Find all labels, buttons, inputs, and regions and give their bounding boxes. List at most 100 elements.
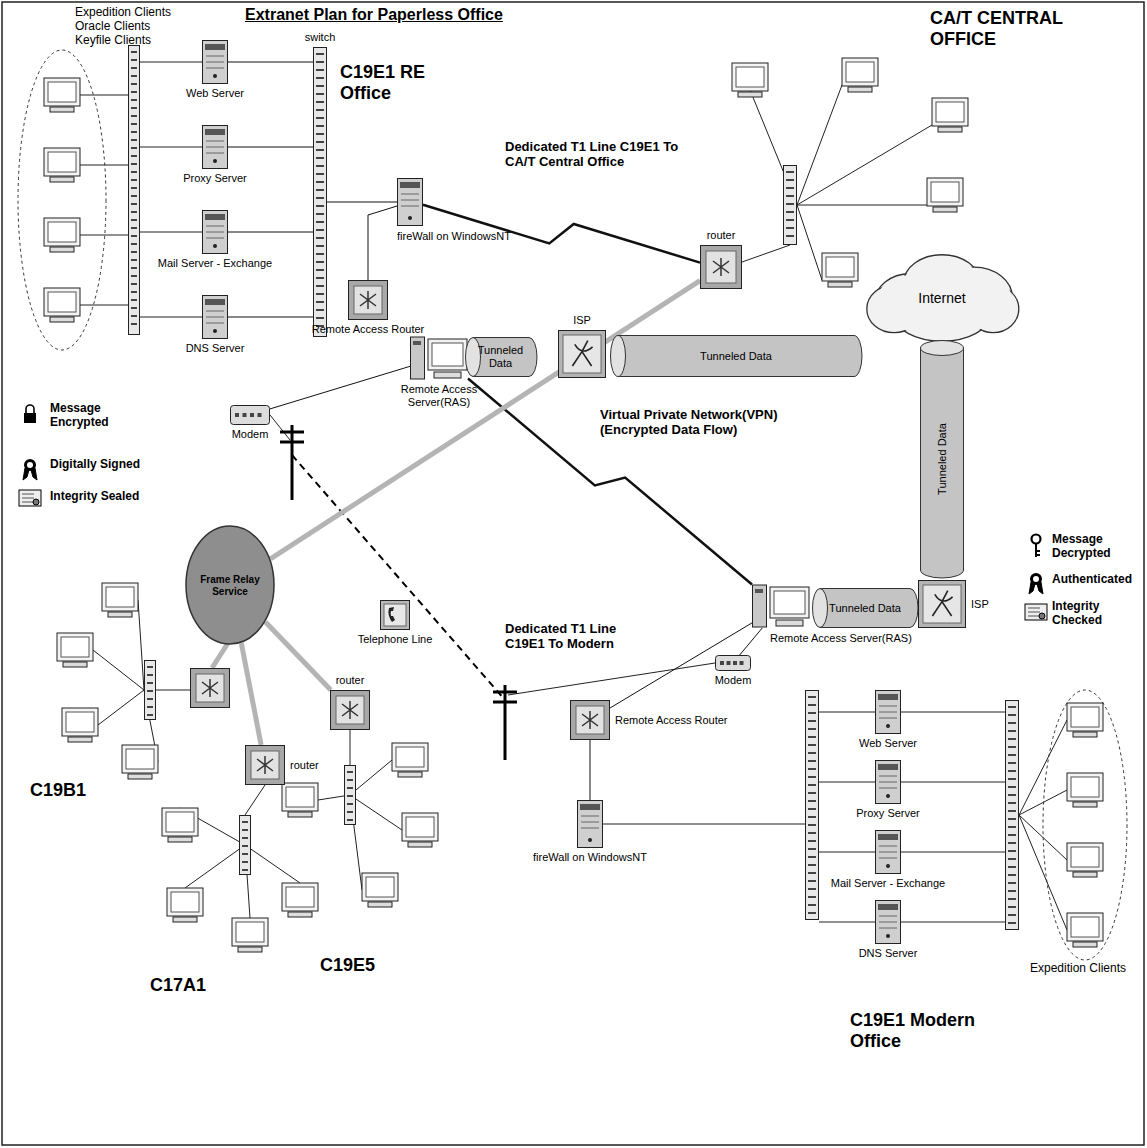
switch-shape bbox=[313, 47, 327, 337]
router-node: router bbox=[700, 245, 742, 289]
shape-text: Frame Relay Service bbox=[199, 574, 261, 597]
site-name: C17A1 bbox=[150, 975, 206, 996]
server-node: Web Server bbox=[875, 690, 901, 734]
cable bbox=[1019, 720, 1067, 815]
hub-icon bbox=[806, 691, 819, 920]
switch-icon bbox=[806, 691, 819, 920]
router-icon bbox=[349, 281, 388, 320]
shape-text: Tunneled Data bbox=[825, 602, 905, 615]
frame-relay-link bbox=[241, 643, 261, 745]
certificate-symbol bbox=[19, 490, 41, 506]
isp-icon bbox=[559, 331, 606, 378]
modem-shape bbox=[715, 655, 751, 671]
cable bbox=[901, 712, 1005, 713]
tunh-icon bbox=[611, 336, 863, 377]
device-label: Modem bbox=[232, 428, 269, 441]
server-shape bbox=[875, 900, 901, 944]
device-label: ISP bbox=[971, 598, 989, 611]
server-node: fireWall on WindowsNT bbox=[397, 178, 423, 226]
router-shape bbox=[330, 690, 370, 730]
router-node: Remote Access Router bbox=[348, 280, 388, 320]
cable bbox=[740, 628, 763, 655]
site-name: C19E1 Modern Office bbox=[850, 1010, 980, 1051]
cable bbox=[742, 245, 790, 262]
device-label: router bbox=[336, 674, 365, 687]
computer-icon bbox=[62, 708, 98, 742]
wires bbox=[80, 62, 1067, 930]
cable bbox=[901, 782, 1005, 783]
device-label: Web Server bbox=[859, 737, 917, 750]
router-icon bbox=[246, 746, 285, 785]
client-group-label: Expedition Clients Oracle Clients Keyfil… bbox=[75, 6, 187, 47]
server-shape bbox=[202, 125, 228, 169]
cable bbox=[140, 62, 202, 63]
phone-line bbox=[292, 455, 505, 700]
ell-icon bbox=[186, 526, 274, 644]
computer-icon bbox=[1067, 913, 1103, 947]
cable bbox=[228, 62, 313, 63]
certificate-symbol bbox=[1025, 604, 1047, 620]
client-group-outline bbox=[18, 50, 106, 350]
client-group-outline bbox=[1043, 690, 1127, 960]
cable bbox=[819, 712, 875, 713]
device-label: DNS Server bbox=[186, 342, 245, 355]
computer-icon bbox=[402, 813, 438, 847]
server-icon bbox=[203, 41, 228, 84]
device-label: Web Server bbox=[186, 87, 244, 100]
client-group-label: Expedition Clients bbox=[1030, 962, 1126, 976]
device-label: Telephone Line bbox=[358, 633, 433, 646]
router-icon bbox=[331, 691, 370, 730]
computer-icon bbox=[167, 888, 203, 922]
cloud-icon bbox=[867, 255, 1019, 341]
device-label: router bbox=[290, 759, 319, 772]
tunh-node: Tunneled Data bbox=[465, 337, 537, 377]
cable bbox=[185, 845, 245, 888]
phone-node: Telephone Line bbox=[380, 600, 410, 630]
cable bbox=[156, 690, 190, 691]
legend-entry: Integrity Checked bbox=[1052, 600, 1142, 628]
isp-node: ISP bbox=[558, 330, 606, 378]
router-icon bbox=[701, 246, 742, 289]
phone-shape bbox=[380, 600, 410, 630]
tunh-icon bbox=[465, 338, 536, 377]
switch-icon bbox=[314, 48, 327, 337]
cable bbox=[228, 147, 313, 148]
legend-entry: Integrity Sealed bbox=[50, 490, 160, 504]
server-node: Mail Server - Exchange bbox=[202, 210, 228, 254]
legend-entry: Authenticated bbox=[1052, 573, 1142, 587]
frame-relay-link bbox=[265, 622, 330, 690]
computer-icon bbox=[1067, 703, 1103, 737]
server-icon bbox=[578, 801, 603, 848]
legend-text: Integrity Sealed bbox=[50, 489, 139, 503]
device-label: Modem bbox=[715, 674, 752, 687]
cable bbox=[98, 690, 144, 725]
isp-icon bbox=[919, 581, 966, 628]
cable bbox=[350, 760, 392, 795]
switch-icon bbox=[345, 766, 356, 825]
line-label: Dedicated T1 Line C19E1 To Modern bbox=[505, 622, 655, 652]
computer-icon bbox=[232, 918, 268, 952]
server-icon bbox=[876, 761, 901, 804]
computer-icon bbox=[57, 633, 93, 667]
ras-icon bbox=[753, 585, 810, 627]
cable bbox=[228, 232, 313, 233]
computer-icon bbox=[822, 253, 858, 287]
router-node: router bbox=[330, 690, 370, 730]
router-icon bbox=[191, 669, 230, 708]
modem-node: Modem bbox=[715, 655, 751, 671]
legend-entry: Message Decrypted bbox=[1052, 533, 1142, 561]
legend-text: Message Encrypted bbox=[50, 401, 109, 429]
server-shape bbox=[875, 830, 901, 874]
cloud-node: Internet bbox=[862, 250, 1022, 345]
cable bbox=[901, 922, 1005, 923]
server-icon bbox=[203, 296, 228, 339]
server-node: DNS Server bbox=[875, 900, 901, 944]
isp-node: ISP bbox=[918, 580, 966, 628]
telephone-pole bbox=[493, 685, 517, 760]
computer-icon bbox=[362, 873, 398, 907]
computer-icon bbox=[44, 148, 80, 182]
computer-icon bbox=[44, 218, 80, 252]
frame-relay-link bbox=[212, 643, 228, 668]
